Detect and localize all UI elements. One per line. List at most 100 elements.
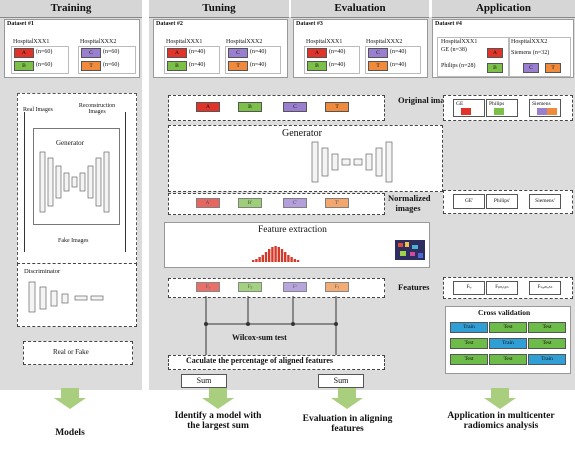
- reconstruction-images-label: Reconstruction Images: [78, 103, 116, 115]
- hospital-1-label: HospitalXXX1: [306, 39, 343, 45]
- normalized-image-chip: C': [283, 198, 307, 208]
- cv-train-cell: Train: [528, 354, 566, 365]
- dataset-title: Dataset #4: [435, 21, 462, 27]
- dataset-chip: B: [167, 61, 187, 71]
- app-normalized-box: GE': [453, 194, 485, 209]
- dataset-chip: B: [307, 61, 327, 71]
- dataset-count: (n=40): [329, 62, 346, 68]
- feature-chip: Fᵦ: [238, 282, 262, 292]
- app-normalized-box: Philips': [486, 194, 518, 209]
- cv-train-cell: Train: [450, 322, 488, 333]
- generator-network-icon: [39, 151, 110, 213]
- hospital-2-label: HospitalXXX2: [511, 39, 548, 45]
- app-original-swatch: [547, 108, 557, 115]
- hospital-1-label: HospitalXXX1: [166, 39, 203, 45]
- dataset-count: (n=40): [250, 62, 267, 68]
- histogram-bar: [296, 260, 300, 262]
- histogram-bar: [280, 249, 284, 262]
- philips-count: Philips (n=28): [441, 63, 476, 69]
- histogram-bar: [293, 259, 296, 262]
- header-training: Training: [0, 0, 142, 18]
- original-image-chip: C: [283, 102, 307, 112]
- dataset-chip: A: [307, 48, 327, 58]
- calc-label: Caculate the percentage of aligned featu…: [186, 356, 334, 365]
- dataset-count: (n=60): [36, 62, 53, 68]
- generator-panel: [168, 125, 443, 192]
- dataset-chip: A: [14, 48, 34, 58]
- normalized-image-chip: B': [238, 198, 262, 208]
- normalized-image-chip: A': [196, 198, 220, 208]
- dataset-4-panel: Dataset #4 HospitalXXX1 HospitalXXX2 GE …: [432, 19, 574, 78]
- siemens-count: Siemens (n=32): [511, 50, 550, 56]
- histogram-bar: [277, 247, 280, 262]
- app-original-swatch: [494, 108, 504, 115]
- dataset-chip: C: [228, 48, 248, 58]
- generator-network-icon: [311, 141, 393, 183]
- dataset-count: (n=40): [329, 49, 346, 55]
- sum-box-tuning: Sum: [181, 374, 227, 388]
- generator-title: Generator: [282, 128, 322, 139]
- cv-test-cell: Test: [489, 354, 527, 365]
- histogram-bar: [284, 252, 287, 262]
- header-tuning: Tuning: [149, 0, 289, 18]
- original-image-chip: A: [196, 102, 220, 112]
- outcome-application: Application in multicenter radiomics ana…: [447, 411, 555, 431]
- hospital-2-label: HospitalXXX2: [226, 39, 263, 45]
- outcome-evaluation: Evaluation in aligning features: [302, 414, 393, 434]
- dataset-title: Dataset #1: [7, 21, 34, 27]
- real-images-label: Real Images: [23, 107, 53, 113]
- normalized-image-chip: T': [325, 198, 349, 208]
- sum-box-evaluation: Sum: [318, 374, 364, 388]
- dataset-count: (n=40): [189, 62, 206, 68]
- feature-chip: Fₜ: [325, 282, 349, 292]
- app-feature-box: Fₛᵢₑₘₑₙₛ: [529, 281, 561, 295]
- outcome-arrows: [54, 388, 516, 409]
- feature-chip: Fᶜ: [283, 282, 307, 292]
- outcome-models: Models: [55, 428, 85, 438]
- cv-train-cell: Train: [489, 338, 527, 349]
- dataset-count: (n=40): [390, 62, 407, 68]
- cross-validation-title: Cross validation: [478, 308, 531, 317]
- wilcox-connectors: [204, 296, 338, 356]
- wilcox-label: Wilcox-sum test: [230, 333, 289, 342]
- ge-count: GE (n=38): [441, 47, 467, 53]
- dataset-count: (n=40): [390, 49, 407, 55]
- hospital-1-label: HospitalXXX1: [13, 39, 50, 45]
- dataset-chip: C: [368, 48, 388, 58]
- chip-a: A: [487, 48, 503, 58]
- features-label: Features: [398, 282, 430, 292]
- histogram-bar: [252, 260, 255, 262]
- original-image-chip: B: [238, 102, 262, 112]
- cv-test-cell: Test: [528, 322, 566, 333]
- histogram-bar: [264, 252, 268, 262]
- dataset-chip: T: [228, 61, 248, 71]
- dataset-count: (n=40): [189, 49, 206, 55]
- feature-extraction-title: Feature extraction: [258, 225, 327, 235]
- cv-test-cell: Test: [489, 322, 527, 333]
- real-or-fake-box: [23, 341, 133, 365]
- dataset-count: (n=60): [36, 49, 53, 55]
- feature-chip: Fₐ: [196, 282, 220, 292]
- real-or-fake-label: Real or Fake: [53, 348, 89, 356]
- hospital-1-label: HospitalXXX1: [441, 39, 478, 45]
- dataset-chip: T: [368, 61, 388, 71]
- cv-test-cell: Test: [528, 338, 566, 349]
- app-feature-box: Fₚₕᵢₗᵢₚₛ: [486, 281, 518, 295]
- chip-t: T: [545, 63, 561, 73]
- discriminator-network-icon: [28, 281, 104, 313]
- header-application: Application: [432, 0, 575, 18]
- histogram-bar: [261, 255, 264, 262]
- dataset-title: Dataset #2: [156, 21, 183, 27]
- chip-b: B: [487, 63, 503, 73]
- histogram-bar: [258, 257, 261, 262]
- app-original-swatch: [461, 108, 471, 115]
- dataset-title: Dataset #3: [296, 21, 323, 27]
- histogram-bar: [290, 257, 293, 262]
- dataset-chip: B: [14, 61, 34, 71]
- generator-label: Generator: [56, 139, 84, 147]
- app-original-swatch: [537, 108, 547, 115]
- header-evaluation: Evaluation: [291, 0, 429, 18]
- dataset-count: (n=40): [250, 49, 267, 55]
- histogram-bar: [287, 255, 290, 262]
- normalized-images-label: Normalized images: [388, 193, 431, 213]
